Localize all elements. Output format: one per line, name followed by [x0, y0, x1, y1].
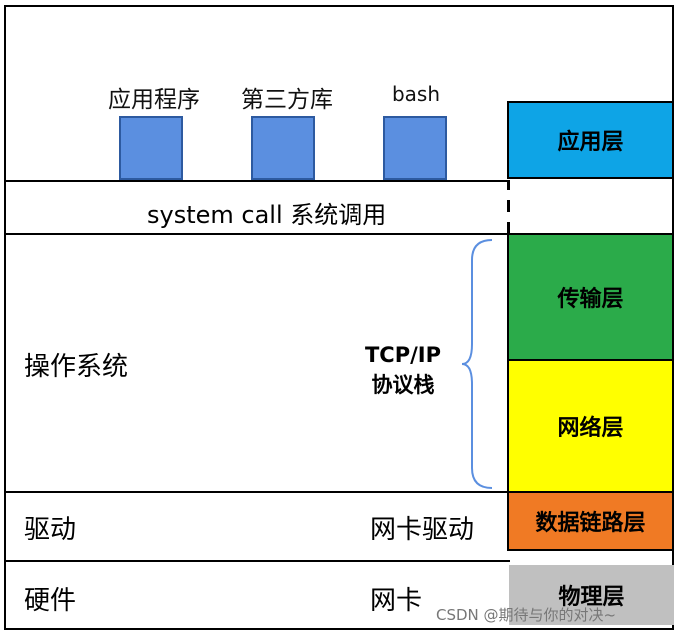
layer-transport: 传输层	[507, 233, 674, 361]
divider-driver-hardware	[4, 560, 510, 562]
divider-app-syscall	[4, 180, 510, 182]
layer-physical: 物理层	[509, 565, 674, 625]
app-label-program: 应用程序	[108, 87, 200, 113]
app-label-library: 第三方库	[241, 87, 333, 113]
tcpip-stack-label: TCP/IP 协议栈	[348, 340, 458, 400]
tcpip-stack-line1: TCP/IP	[364, 343, 441, 367]
layer-physical-label: 物理层	[558, 585, 625, 610]
layer-datalink: 数据链路层	[507, 491, 674, 551]
divider-os-driver	[4, 491, 510, 493]
syscall-dash-top	[507, 180, 510, 190]
layer-network: 网络层	[507, 359, 674, 493]
nic-driver-label: 网卡驱动	[370, 515, 475, 545]
driver-label: 驱动	[24, 515, 77, 545]
app-box-program	[119, 116, 183, 180]
os-label: 操作系统	[24, 352, 129, 382]
layer-application: 应用层	[507, 101, 674, 179]
nic-label: 网卡	[370, 586, 423, 616]
syscall-label: system call 系统调用	[147, 201, 387, 229]
tcpip-stack-line2: 协议栈	[371, 373, 435, 397]
hardware-label: 硬件	[24, 586, 77, 616]
syscall-dash-mid	[507, 200, 510, 212]
app-box-library	[251, 116, 315, 180]
app-label-bash: bash	[391, 82, 441, 106]
layer-transport-label: 传输层	[557, 287, 624, 312]
syscall-dash-bottom	[507, 222, 510, 234]
layer-application-label: 应用层	[557, 130, 624, 155]
layer-datalink-label: 数据链路层	[535, 511, 646, 536]
curly-brace-icon	[461, 239, 493, 489]
layer-network-label: 网络层	[557, 416, 624, 441]
app-box-bash	[383, 116, 447, 180]
divider-syscall-os	[4, 233, 510, 235]
watermark: CSDN @期待与你的对决~	[436, 606, 617, 624]
